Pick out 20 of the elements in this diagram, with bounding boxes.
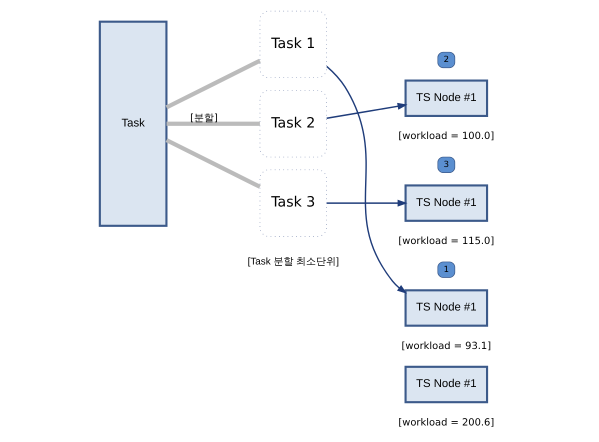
connector	[165, 58, 260, 110]
node-box: Task	[98, 20, 167, 227]
node-box: TS Node #1	[404, 79, 488, 118]
node-box: TS Node #1	[404, 366, 488, 404]
node-box: Task 3	[259, 169, 326, 237]
node-box: TS Node #1	[404, 184, 488, 222]
node-label: [workload = 93.1]	[401, 340, 491, 352]
arrow	[326, 102, 407, 119]
label: [Task 분할 최소단위]	[247, 256, 338, 268]
node-box: Task 2	[259, 90, 326, 158]
arrow	[326, 200, 408, 207]
arrow	[326, 66, 407, 294]
connector	[166, 122, 260, 126]
node-box: TS Node #1	[404, 289, 488, 327]
connector	[165, 138, 260, 189]
node-label: [workload = 100.0]	[398, 131, 494, 142]
node-label: [workload = 115.0]	[398, 236, 494, 247]
edge-label: [분할]	[190, 113, 218, 124]
node-label: [workload = 200.6]	[398, 417, 494, 428]
node-box: Task 1	[259, 10, 326, 78]
